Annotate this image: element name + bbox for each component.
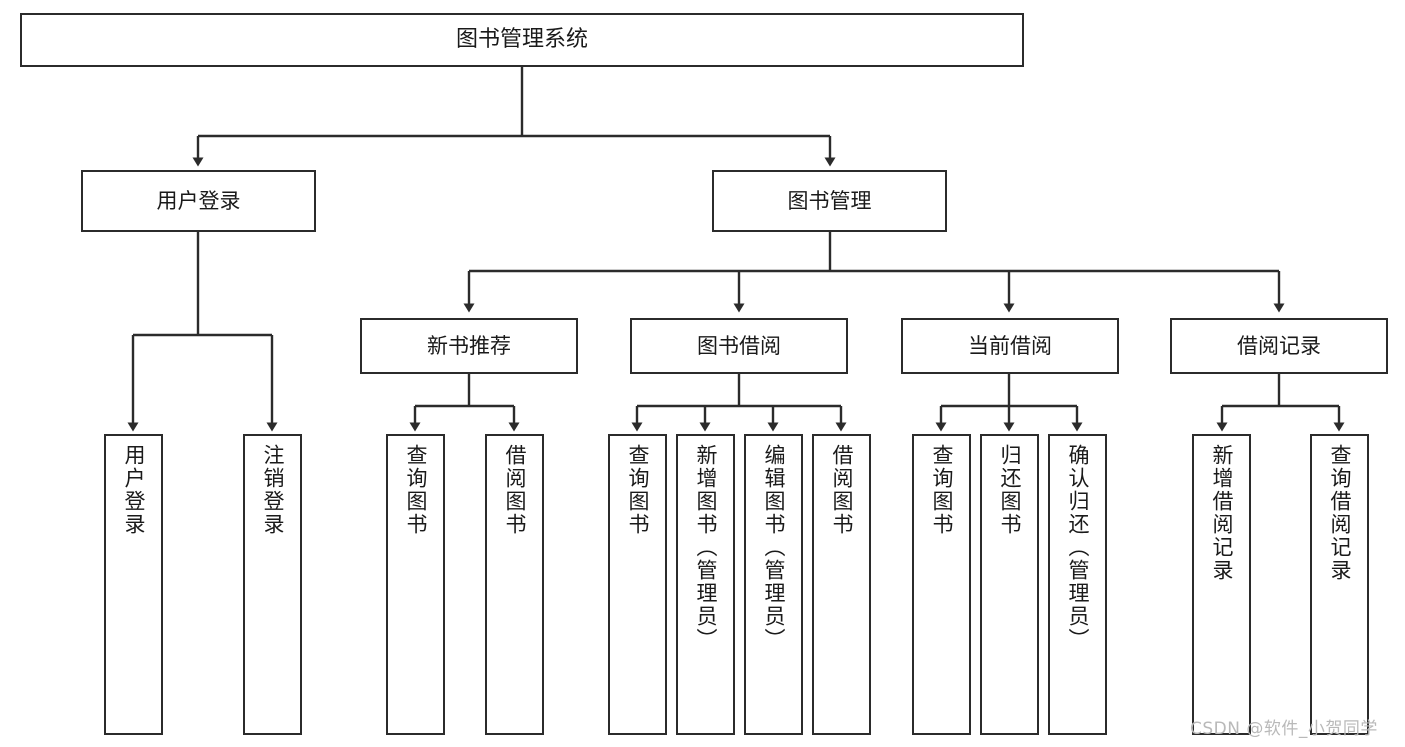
node-user-login-label: 用户登录 (156, 188, 241, 213)
node-leaf-query-book-2[interactable]: 查询图书 (608, 434, 667, 735)
node-book-borrow[interactable]: 图书借阅 (630, 318, 848, 374)
node-leaf-add-book[interactable]: 新增图书（管理员） (676, 434, 735, 735)
node-current-borrow[interactable]: 当前借阅 (901, 318, 1119, 374)
node-leaf-borrow-book-1[interactable]: 借阅图书 (485, 434, 544, 735)
node-new-book-recommend-label: 新书推荐 (427, 333, 511, 358)
node-book-management-label: 图书管理 (787, 188, 872, 213)
node-leaf-borrow-book-1-label: 借阅图书 (503, 444, 528, 536)
node-leaf-query-record[interactable]: 查询借阅记录 (1310, 434, 1369, 735)
node-leaf-logout[interactable]: 注销登录 (243, 434, 302, 735)
node-leaf-confirm-return[interactable]: 确认归还（管理员） (1048, 434, 1107, 735)
node-root[interactable]: 图书管理系统 (20, 13, 1024, 67)
node-root-label: 图书管理系统 (455, 27, 588, 53)
node-leaf-add-record-label: 新增借阅记录 (1210, 444, 1235, 582)
node-leaf-query-book-2-label: 查询图书 (626, 444, 651, 536)
node-book-management[interactable]: 图书管理 (712, 170, 947, 232)
node-leaf-return-book-label: 归还图书 (998, 444, 1023, 536)
edge-borrow-record-to-leaves (1216, 374, 1345, 432)
node-leaf-user-login-label: 用户登录 (122, 444, 147, 536)
edge-book-management-to-level3 (463, 232, 1285, 313)
edge-user-login-to-leaves (127, 232, 278, 432)
watermark-text: CSDN @软件_小贺同学 (1190, 719, 1378, 739)
node-leaf-confirm-return-label: 确认归还（管理员） (1066, 444, 1091, 651)
node-leaf-edit-book[interactable]: 编辑图书（管理员） (744, 434, 803, 735)
node-leaf-query-book-1[interactable]: 查询图书 (386, 434, 445, 735)
node-leaf-borrow-book-2-label: 借阅图书 (830, 444, 855, 536)
node-borrow-record-label: 借阅记录 (1237, 333, 1321, 358)
node-book-borrow-label: 图书借阅 (697, 333, 781, 358)
node-leaf-add-book-label: 新增图书（管理员） (694, 444, 719, 651)
edge-root-to-level2 (192, 67, 836, 167)
node-new-book-recommend[interactable]: 新书推荐 (360, 318, 578, 374)
node-leaf-logout-label: 注销登录 (261, 444, 286, 536)
node-borrow-record[interactable]: 借阅记录 (1170, 318, 1388, 374)
edge-current-borrow-to-leaves (935, 374, 1083, 432)
node-leaf-borrow-book-2[interactable]: 借阅图书 (812, 434, 871, 735)
edge-new-book-recommend-to-leaves (409, 374, 520, 432)
node-leaf-query-record-label: 查询借阅记录 (1328, 444, 1353, 582)
node-leaf-add-record[interactable]: 新增借阅记录 (1192, 434, 1251, 735)
edge-book-borrow-to-leaves (631, 374, 847, 432)
node-leaf-query-book-1-label: 查询图书 (404, 444, 429, 536)
node-leaf-edit-book-label: 编辑图书（管理员） (762, 444, 787, 651)
node-user-login[interactable]: 用户登录 (81, 170, 316, 232)
node-current-borrow-label: 当前借阅 (968, 333, 1052, 358)
node-leaf-return-book[interactable]: 归还图书 (980, 434, 1039, 735)
node-leaf-user-login[interactable]: 用户登录 (104, 434, 163, 735)
node-leaf-query-book-3[interactable]: 查询图书 (912, 434, 971, 735)
node-leaf-query-book-3-label: 查询图书 (930, 444, 955, 536)
